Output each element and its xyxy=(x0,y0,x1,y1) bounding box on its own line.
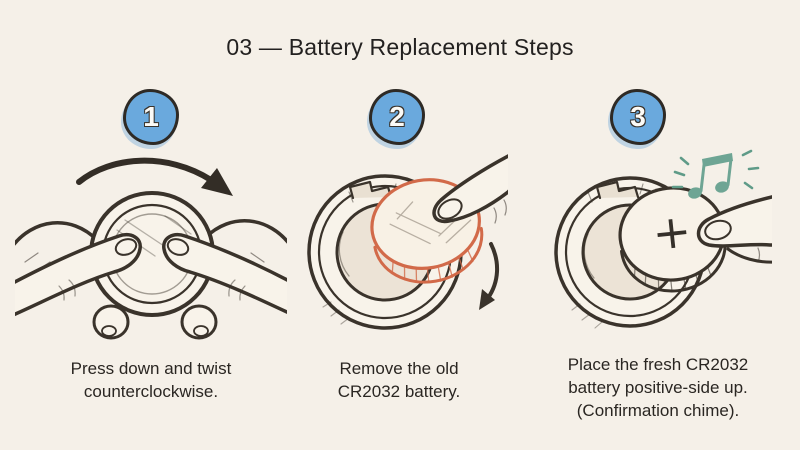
fresh-battery: + xyxy=(618,186,727,293)
rotation-arrow-icon xyxy=(76,157,233,196)
removal-arrow-icon xyxy=(479,242,499,310)
caption-line: counterclockwise. xyxy=(83,382,219,401)
page-title: 03 — Battery Replacement Steps xyxy=(226,34,574,60)
step-1-badge: 1 xyxy=(123,89,179,145)
music-note-icon xyxy=(671,149,760,199)
caption-line: Place the fresh CR2032 xyxy=(567,355,749,374)
caption-line: CR2032 battery. xyxy=(337,382,461,401)
step-2-caption: Remove the old CR2032 battery. xyxy=(285,357,513,403)
plus-polarity-label: + xyxy=(650,203,694,261)
step-3-badge: 3 xyxy=(610,89,666,145)
step-3-caption: Place the fresh CR2032 battery positive-… xyxy=(520,353,796,422)
finger xyxy=(432,154,508,224)
step-3-illustration: + xyxy=(554,149,772,329)
finger-left xyxy=(15,233,142,317)
thumb-tips xyxy=(92,304,218,340)
step-1-number: 1 xyxy=(143,101,159,132)
caption-line: Remove the old xyxy=(339,359,459,378)
caption-line: (Confirmation chime). xyxy=(576,401,740,420)
step-1-illustration xyxy=(15,157,287,340)
caption-line: Press down and twist xyxy=(70,359,232,378)
step-1-caption: Press down and twist counterclockwise. xyxy=(22,357,280,403)
step-3-number: 3 xyxy=(630,101,646,132)
caption-line: battery positive-side up. xyxy=(568,378,748,397)
step-2-illustration xyxy=(307,154,508,330)
finger-right xyxy=(162,233,287,315)
finger xyxy=(696,195,772,264)
step-2-number: 2 xyxy=(389,101,405,132)
step-2-badge: 2 xyxy=(369,89,425,145)
